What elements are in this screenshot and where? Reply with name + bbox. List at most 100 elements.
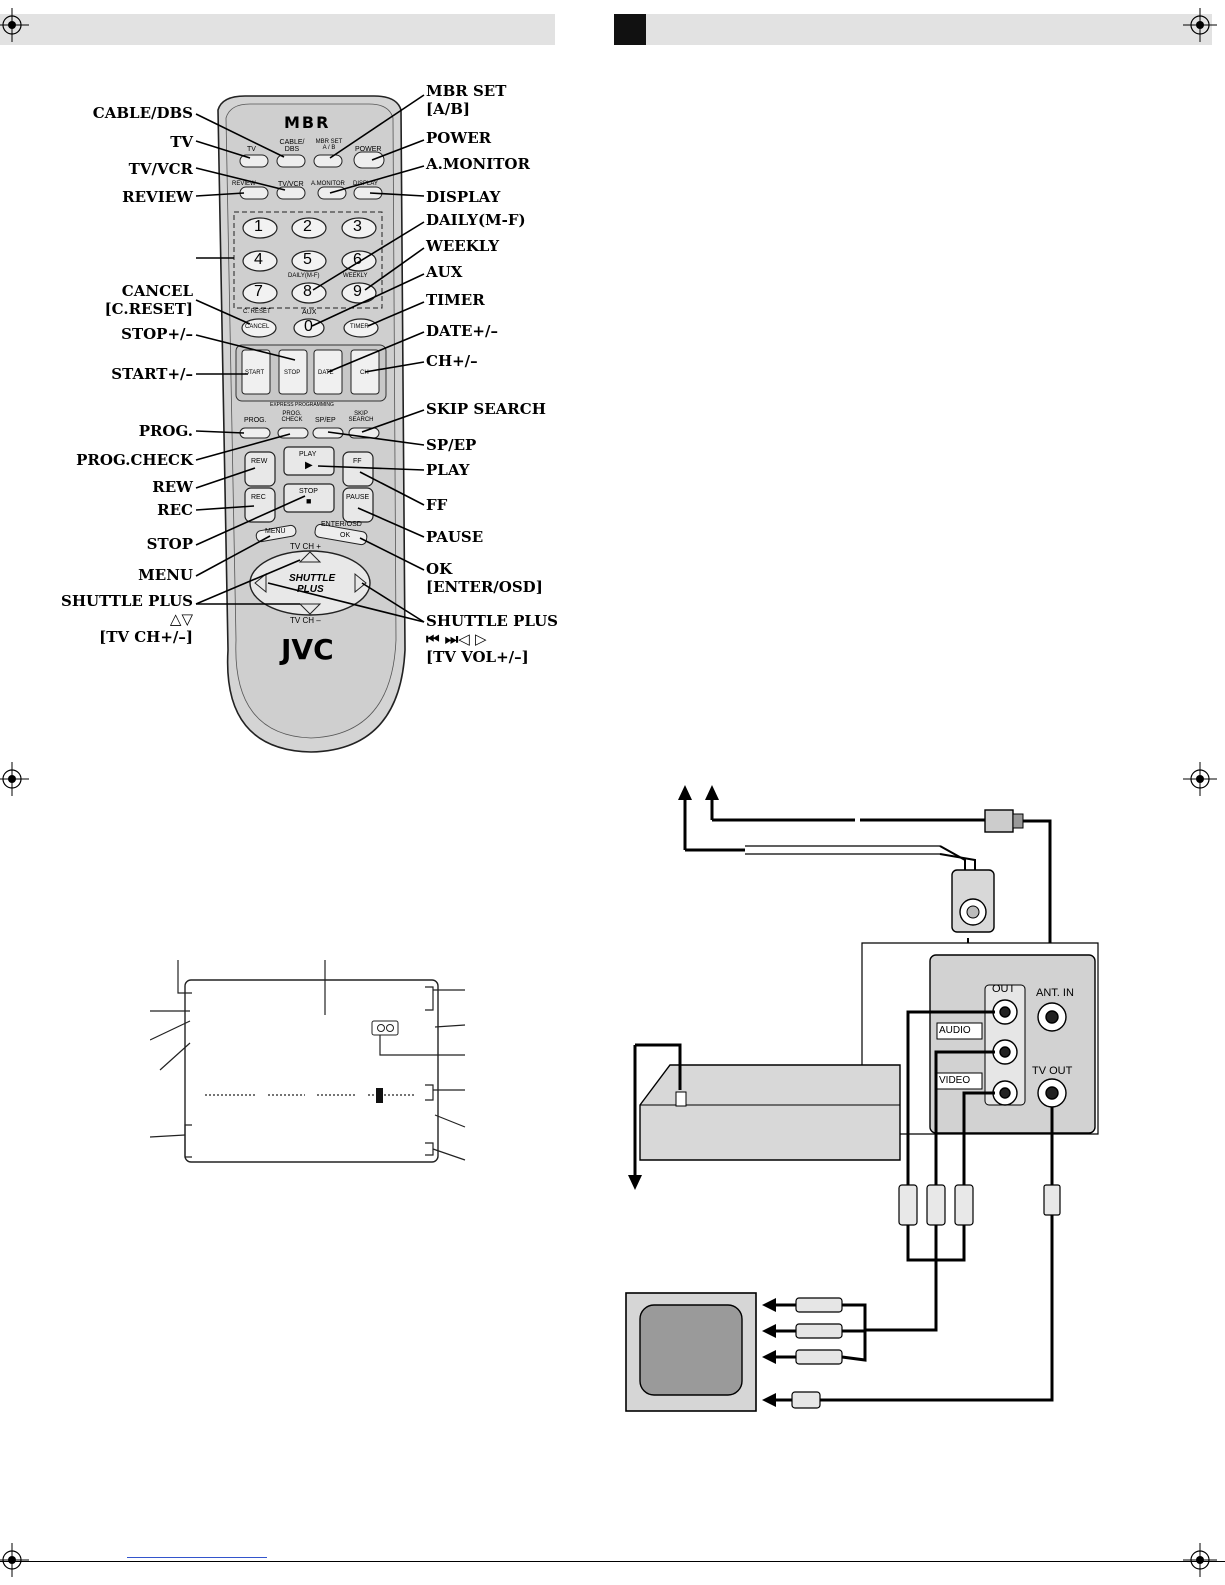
remote-label-c-reset: C. RESET: [243, 309, 271, 315]
remote-key-0[interactable]: 0: [304, 318, 313, 335]
label-power: POWER: [426, 129, 492, 147]
remote-key-cable-dbs[interactable]: CABLE/ DBS: [279, 139, 305, 153]
label-prog: PROG.: [138, 422, 193, 440]
label-tv-vcr: TV/VCR: [128, 160, 193, 178]
label-shuttle-vol: SHUTTLE PLUS⏮ ⏭◁ ▷[TV VOL+/–]: [426, 612, 558, 666]
remote-key-3[interactable]: 3: [353, 218, 362, 235]
remote-key-skip-search[interactable]: SKIP SEARCH: [348, 411, 374, 423]
label-skip-search: SKIP SEARCH: [426, 400, 546, 418]
remote-key-prog-check[interactable]: PROG. CHECK: [281, 411, 303, 423]
label-stop: STOP: [146, 535, 193, 553]
remote-key-7[interactable]: 7: [254, 283, 263, 300]
remote-label-tv-ch-minus: TV CH –: [290, 616, 321, 625]
label-sp-ep: SP/EP: [426, 436, 477, 454]
remote-key-a-monitor[interactable]: A.MONITOR: [311, 181, 345, 187]
label-rew: REW: [152, 478, 193, 496]
remote-label-weekly: WEEKLY: [343, 273, 368, 279]
bottom-trim-line: [0, 1561, 1225, 1562]
remote-key-pause[interactable]: PAUSE: [346, 494, 370, 501]
rear-panel-video-label: VIDEO: [939, 1075, 971, 1086]
remote-label-aux: AUX: [302, 309, 317, 316]
registration-mark-bottom-left: [0, 1543, 29, 1577]
label-ff: FF: [426, 496, 448, 514]
remote-control: [217, 95, 406, 753]
remote-key-menu[interactable]: MENU: [265, 528, 286, 535]
play-icon: ▶: [305, 460, 313, 471]
registration-mark-bottom-right: [1183, 1543, 1217, 1577]
remote-label-tv-ch-plus: TV CH +: [290, 542, 321, 551]
remote-key-start[interactable]: START: [245, 370, 265, 376]
remote-key-1[interactable]: 1: [254, 218, 263, 235]
connection-diagram: [625, 785, 1099, 1412]
remote-key-review[interactable]: REVIEW: [232, 181, 256, 187]
remote-key-stop[interactable]: STOP: [299, 488, 318, 495]
remote-mbr-logo: MBR: [284, 113, 331, 132]
label-timer: TIMER: [426, 291, 485, 309]
section-marker: [614, 14, 646, 45]
remote-key-tv-vcr[interactable]: TV/VCR: [278, 181, 304, 188]
remote-key-2[interactable]: 2: [303, 218, 312, 235]
remote-key-4[interactable]: 4: [254, 251, 263, 268]
rear-panel-tv-out-label: TV OUT: [1032, 1065, 1073, 1077]
remote-key-6[interactable]: 6: [353, 251, 362, 268]
label-display: DISPLAY: [426, 188, 501, 206]
remote-key-5[interactable]: 5: [303, 251, 312, 268]
label-cable-dbs: CABLE/DBS: [92, 104, 193, 122]
remote-key-ch[interactable]: CH: [360, 370, 369, 376]
label-weekly: WEEKLY: [426, 237, 500, 255]
stop-icon: ■: [306, 496, 312, 506]
label-stop-pm: STOP+/–: [121, 325, 193, 343]
rear-panel-ant-in-label: ANT. IN: [1036, 987, 1074, 999]
remote-key-power[interactable]: POWER: [355, 146, 382, 153]
label-daily: DAILY(M-F): [426, 211, 526, 229]
label-play: PLAY: [426, 461, 470, 479]
callout-leader-lines: [195, 94, 425, 623]
label-a-monitor: A.MONITOR: [426, 155, 530, 173]
remote-key-display[interactable]: DISPLAY: [353, 181, 378, 187]
label-ch-pm: CH+/–: [426, 352, 478, 370]
remote-key-rew[interactable]: REW: [251, 458, 268, 465]
label-mbr-set: MBR SET[A/B]: [426, 82, 507, 118]
registration-mark-top-right: [1183, 8, 1217, 42]
label-menu: MENU: [138, 566, 193, 584]
remote-label-express: EXPRESS PROGRAMMING: [270, 402, 334, 408]
remote-key-ok[interactable]: OK: [340, 532, 351, 539]
remote-key-9[interactable]: 9: [353, 283, 362, 300]
rear-panel-audio-label: AUDIO: [939, 1025, 971, 1036]
remote-label-shuttle: SHUTTLE: [289, 573, 336, 584]
label-rec: REC: [157, 501, 193, 519]
right-header-bar: [614, 14, 1212, 45]
remote-brand-logo: JVC: [281, 633, 334, 666]
remote-key-cancel[interactable]: CANCEL: [245, 324, 270, 330]
remote-label-enter-osd: ENTER/OSD: [321, 521, 362, 528]
label-pause: PAUSE: [426, 528, 484, 546]
label-date-pm: DATE+/–: [426, 322, 498, 340]
remote-key-prog[interactable]: PROG.: [244, 417, 267, 424]
remote-label-plus: PLUS: [297, 584, 324, 595]
remote-key-stop-express[interactable]: STOP: [284, 370, 301, 376]
label-shuttle-ch: SHUTTLE PLUS△▽[TV CH+/–]: [61, 592, 193, 646]
registration-mark-top-left: [0, 8, 29, 42]
registration-mark-mid-right: [1183, 762, 1217, 796]
rear-panel-out-label: OUT: [992, 983, 1016, 995]
remote-key-mbr-set[interactable]: MBR SET A / B: [315, 139, 343, 151]
remote-key-ff[interactable]: FF: [353, 458, 362, 465]
bottom-link-underline: [127, 1557, 267, 1558]
left-header-bar: [0, 14, 555, 45]
label-prog-check: PROG.CHECK: [76, 451, 193, 469]
label-cancel: CANCEL[C.RESET]: [104, 282, 193, 318]
label-ok: OK[ENTER/OSD]: [426, 560, 543, 596]
remote-key-play[interactable]: PLAY: [299, 451, 317, 458]
label-start-pm: START+/–: [111, 365, 193, 383]
remote-key-8[interactable]: 8: [303, 283, 312, 300]
remote-key-rec[interactable]: REC: [251, 494, 266, 501]
label-aux: AUX: [426, 263, 463, 281]
remote-key-tv[interactable]: TV: [247, 146, 256, 153]
registration-mark-mid-left: [0, 762, 29, 796]
remote-label-daily: DAILY(M-F): [288, 273, 320, 279]
remote-key-timer[interactable]: TIMER: [350, 324, 369, 330]
remote-key-date[interactable]: DATE: [318, 370, 334, 376]
label-review: REVIEW: [122, 188, 193, 206]
on-screen-display-diagram: [150, 960, 466, 1163]
remote-key-sp-ep[interactable]: SP/EP: [315, 417, 336, 424]
